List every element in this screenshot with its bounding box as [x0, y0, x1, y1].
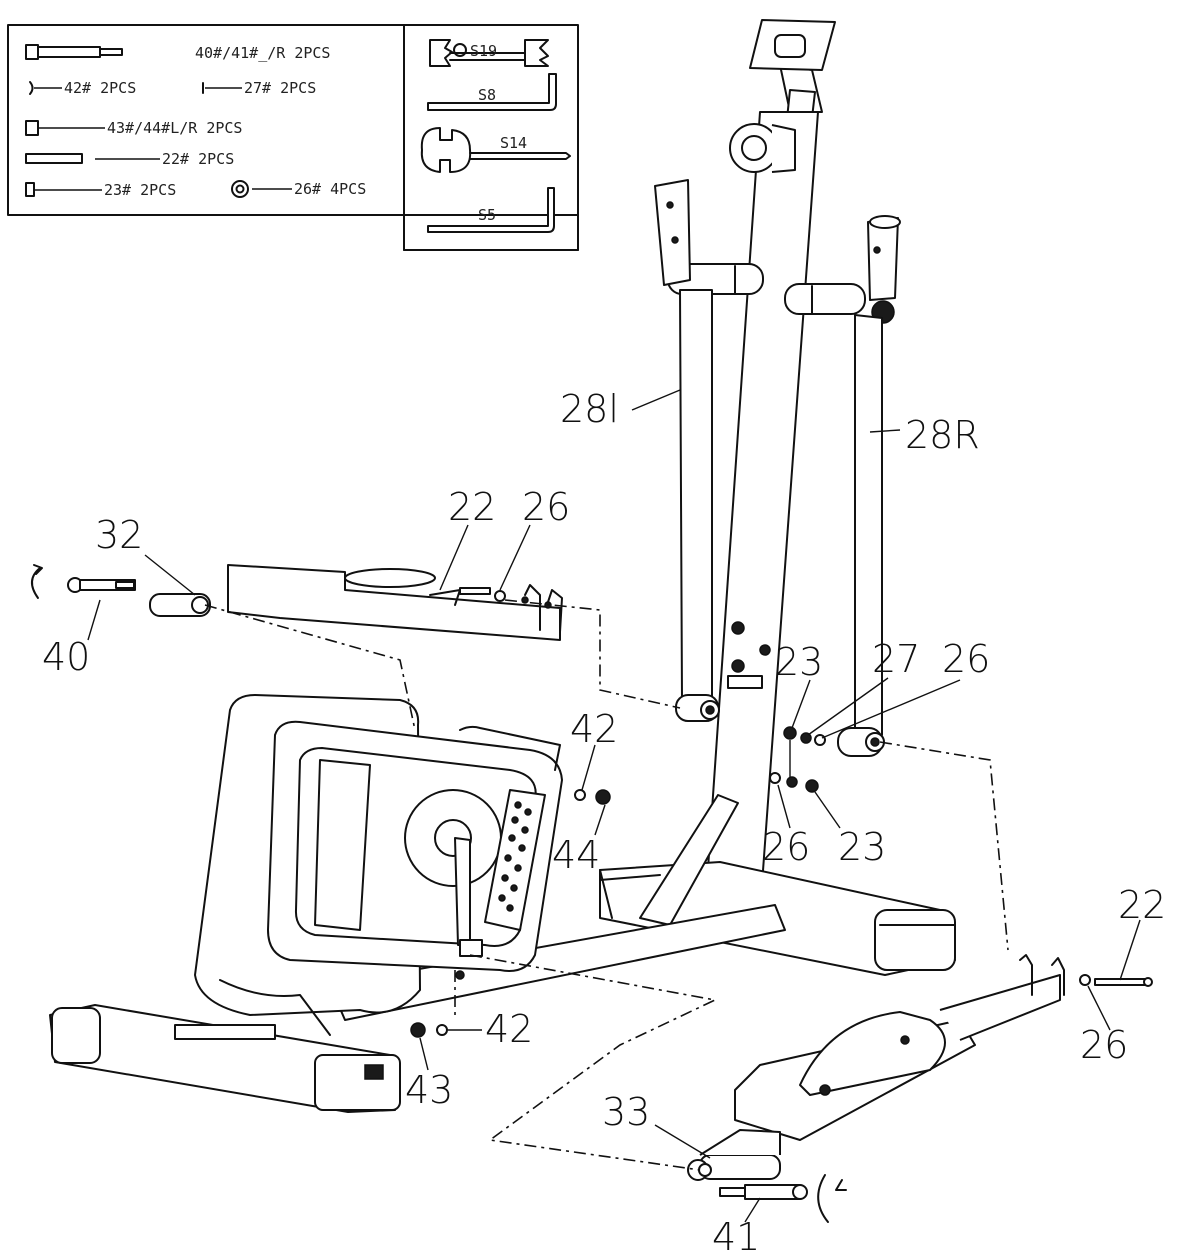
hardware-row-4: 43#/44#L/R 2PCS: [107, 119, 242, 137]
callout-23-upper: 23: [775, 640, 823, 684]
callout-27: 27: [872, 637, 920, 681]
upright-brace: [639, 794, 739, 926]
hardware-box-frame: [7, 24, 579, 216]
flywheel-housing: [194, 694, 563, 1036]
hardware-row-5: 22# 2PCS: [162, 150, 234, 168]
pedal-arm-33: [687, 954, 1065, 1181]
rotation-arrow-right: [817, 1174, 829, 1223]
console-bracket: [749, 19, 836, 71]
crank-arm: [454, 837, 471, 946]
callout-44: 44: [552, 833, 600, 877]
callout-26-upper: 26: [942, 637, 990, 681]
bolt-40-41-icon: [25, 44, 123, 60]
assembly-guide-lines: [204, 599, 1009, 1171]
pin-22-right: [1079, 974, 1153, 987]
callout-28l: 28l: [560, 387, 619, 431]
callout-28r: 28R: [905, 413, 980, 457]
callout-42-lower: 42: [485, 1007, 533, 1051]
washer-42-upper: [574, 789, 586, 801]
washer-26-icon: [231, 180, 249, 198]
washer-42-lower: [436, 1024, 448, 1036]
callout-32: 32: [95, 513, 143, 557]
cap-23-icon: [25, 182, 35, 197]
hardware-row-1: 40#/41#_/R 2PCS: [195, 44, 330, 62]
nut-43-44-icon: [25, 120, 39, 136]
callout-41: 41: [712, 1215, 760, 1254]
part-callouts: 32 40 22 26 28l 28R 23 27 26 42 44 26 23…: [42, 387, 1166, 1254]
callout-26-top: 26: [522, 485, 570, 529]
cap-23-lower: [805, 779, 819, 793]
socket-wrench-s14-icon: [420, 127, 571, 173]
cap-23-upper: [783, 726, 797, 740]
tool-label-s5: S5: [478, 206, 496, 224]
hardware-row-3: 27# 2PCS: [244, 79, 316, 97]
wrench-s19-icon: [429, 39, 549, 67]
wheel-icon: [364, 1064, 384, 1080]
tool-label-s8: S8: [478, 86, 496, 104]
allen-key-s5-icon: [427, 187, 555, 233]
allen-key-s8-icon: [427, 73, 557, 111]
callout-40: 40: [42, 635, 90, 679]
handle-arm-28l: [654, 179, 720, 722]
washer-26-upper: [814, 734, 826, 746]
pedal-arm-32: [149, 564, 563, 641]
washer-26-lower: [769, 772, 781, 784]
elliptical-machine: [31, 19, 1153, 1223]
vent-grille: [484, 789, 546, 931]
nut-43: [410, 1022, 426, 1038]
callout-26-lower: 26: [762, 825, 810, 869]
callout-33: 33: [602, 1090, 650, 1134]
callout-43: 43: [405, 1068, 453, 1112]
upper-crossbar: [667, 263, 895, 324]
pin-22-icon: [25, 153, 83, 164]
tool-label-s19: S19: [470, 42, 497, 60]
hardware-row-2: 42# 2PCS: [64, 79, 136, 97]
hardware-row-6: 23# 2PCS: [104, 181, 176, 199]
hardware-row-7: 26# 4PCS: [294, 180, 366, 198]
callout-22-right: 22: [1118, 883, 1166, 927]
tension-knob: [729, 123, 796, 173]
rotation-arrow-left: [31, 567, 41, 599]
hardware-list-box: 40#/41#_/R 2PCS 42# 2PCS 27# 2PCS 43#/44…: [7, 24, 579, 251]
spacer-27-lower: [786, 776, 798, 788]
callout-42-upper: 42: [570, 707, 618, 751]
callout-26-right: 26: [1080, 1023, 1128, 1067]
callout-22-top: 22: [448, 485, 496, 529]
pin-22-top: [459, 587, 491, 595]
tool-label-s14: S14: [500, 134, 527, 152]
washer-42-icon: [29, 81, 34, 95]
nut-44: [595, 789, 611, 805]
callout-23-lower: 23: [838, 825, 886, 869]
leader-lines: [87, 389, 1141, 1223]
handle-arm-28r: [837, 215, 901, 757]
axle-bolt-40: [67, 577, 136, 593]
axle-bolt-41: [719, 1184, 808, 1200]
washer-26-top: [494, 590, 506, 602]
front-stabilizer: [49, 1004, 401, 1113]
